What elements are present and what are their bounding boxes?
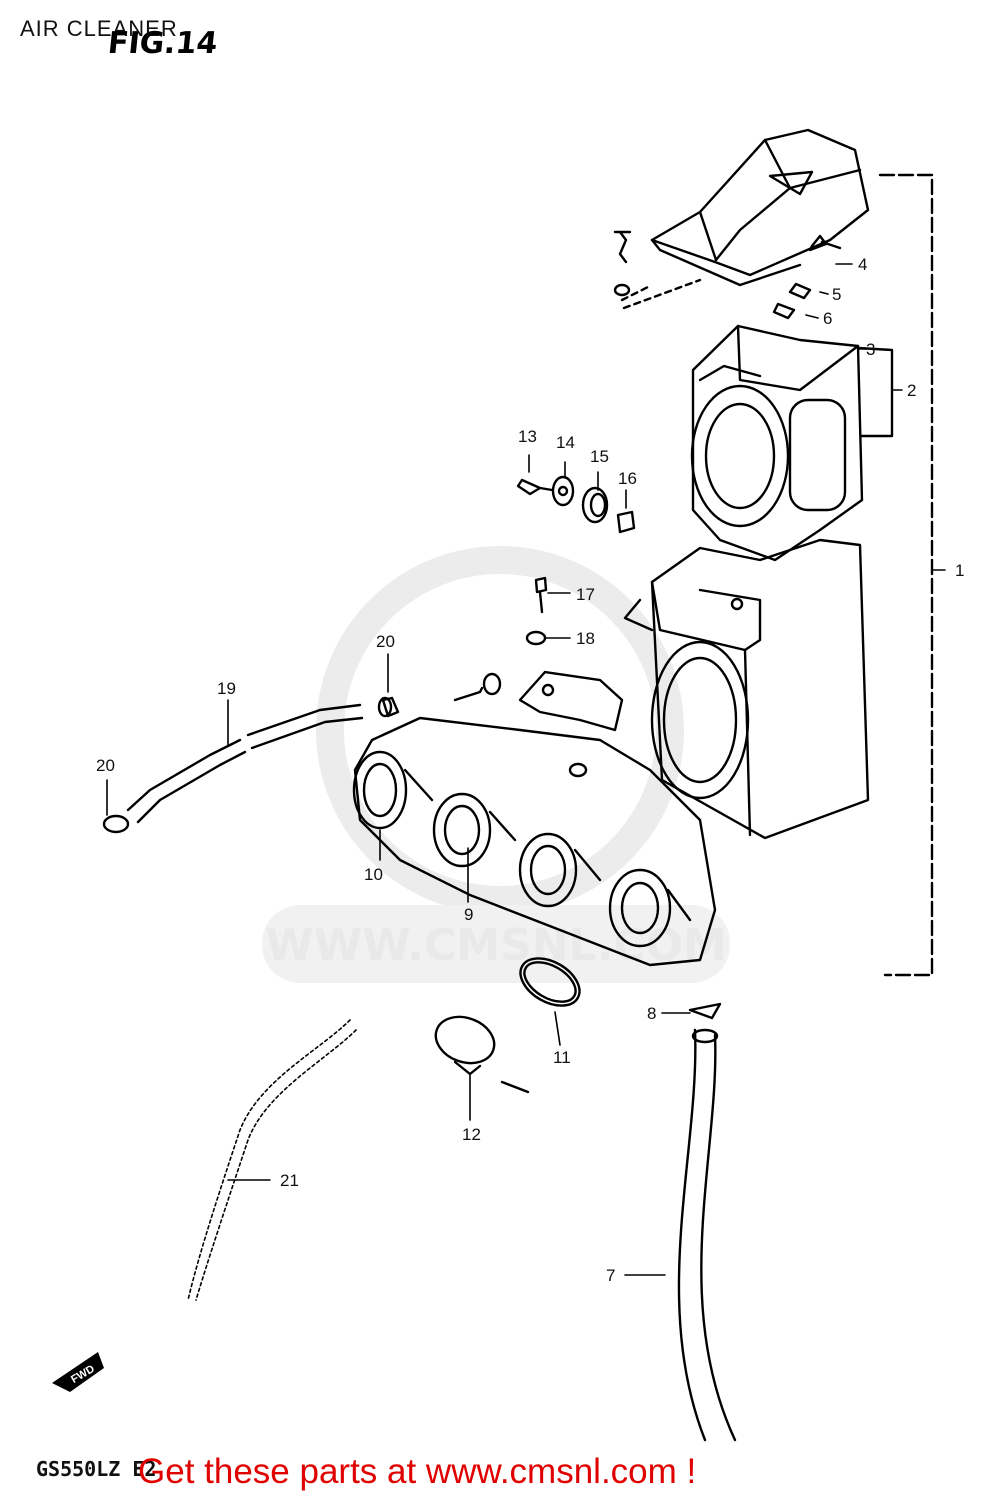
callout-4: 4: [858, 255, 867, 274]
callout-7: 7: [606, 1266, 615, 1285]
callout-19: 19: [217, 679, 236, 698]
callout-3: 3: [866, 340, 875, 359]
callout-2: 2: [907, 381, 916, 400]
callout-15: 15: [590, 447, 609, 466]
breather-hose: [102, 696, 393, 834]
assembly-bracket-lines: [856, 173, 934, 977]
intake-manifold: [352, 716, 717, 967]
flexible-tube: [187, 1019, 357, 1301]
callout-1: 1: [955, 561, 964, 580]
callout-numbers: 1 2 3 4 5 6 7 8 9 10 11 12 13 14 15 16 1…: [96, 255, 964, 1285]
callout-16: 16: [618, 469, 637, 488]
callout-14: 14: [556, 433, 575, 452]
drain-tube: [677, 1002, 737, 1442]
callout-12: 12: [462, 1125, 481, 1144]
air-filter-element: [690, 324, 864, 562]
callout-20b: 20: [96, 756, 115, 775]
air-cleaner-cover: [650, 128, 870, 287]
callout-8: 8: [647, 1004, 656, 1023]
callout-10: 10: [364, 865, 383, 884]
mounting-bracket: [518, 670, 624, 732]
callout-9: 9: [464, 905, 473, 924]
fwd-direction-marker: FWD: [52, 1352, 104, 1392]
callout-6: 6: [823, 309, 832, 328]
callout-17: 17: [576, 585, 595, 604]
section-title: AIR CLEANER: [20, 16, 178, 41]
model-code: GS550LZ E2: [36, 1457, 157, 1481]
hose-clamps: [434, 957, 581, 1094]
callout-20a: 20: [376, 632, 395, 651]
callout-leaders: [106, 263, 946, 1276]
cmsnl-link[interactable]: Get these parts at www.cmsnl.com !: [138, 1452, 697, 1491]
air-cleaner-case: [623, 538, 870, 840]
callout-11: 11: [553, 1048, 571, 1067]
callout-18: 18: [576, 629, 595, 648]
callout-5: 5: [832, 285, 841, 304]
callout-21: 21: [280, 1171, 299, 1190]
small-hardware: [381, 230, 842, 718]
callout-13: 13: [518, 427, 537, 446]
